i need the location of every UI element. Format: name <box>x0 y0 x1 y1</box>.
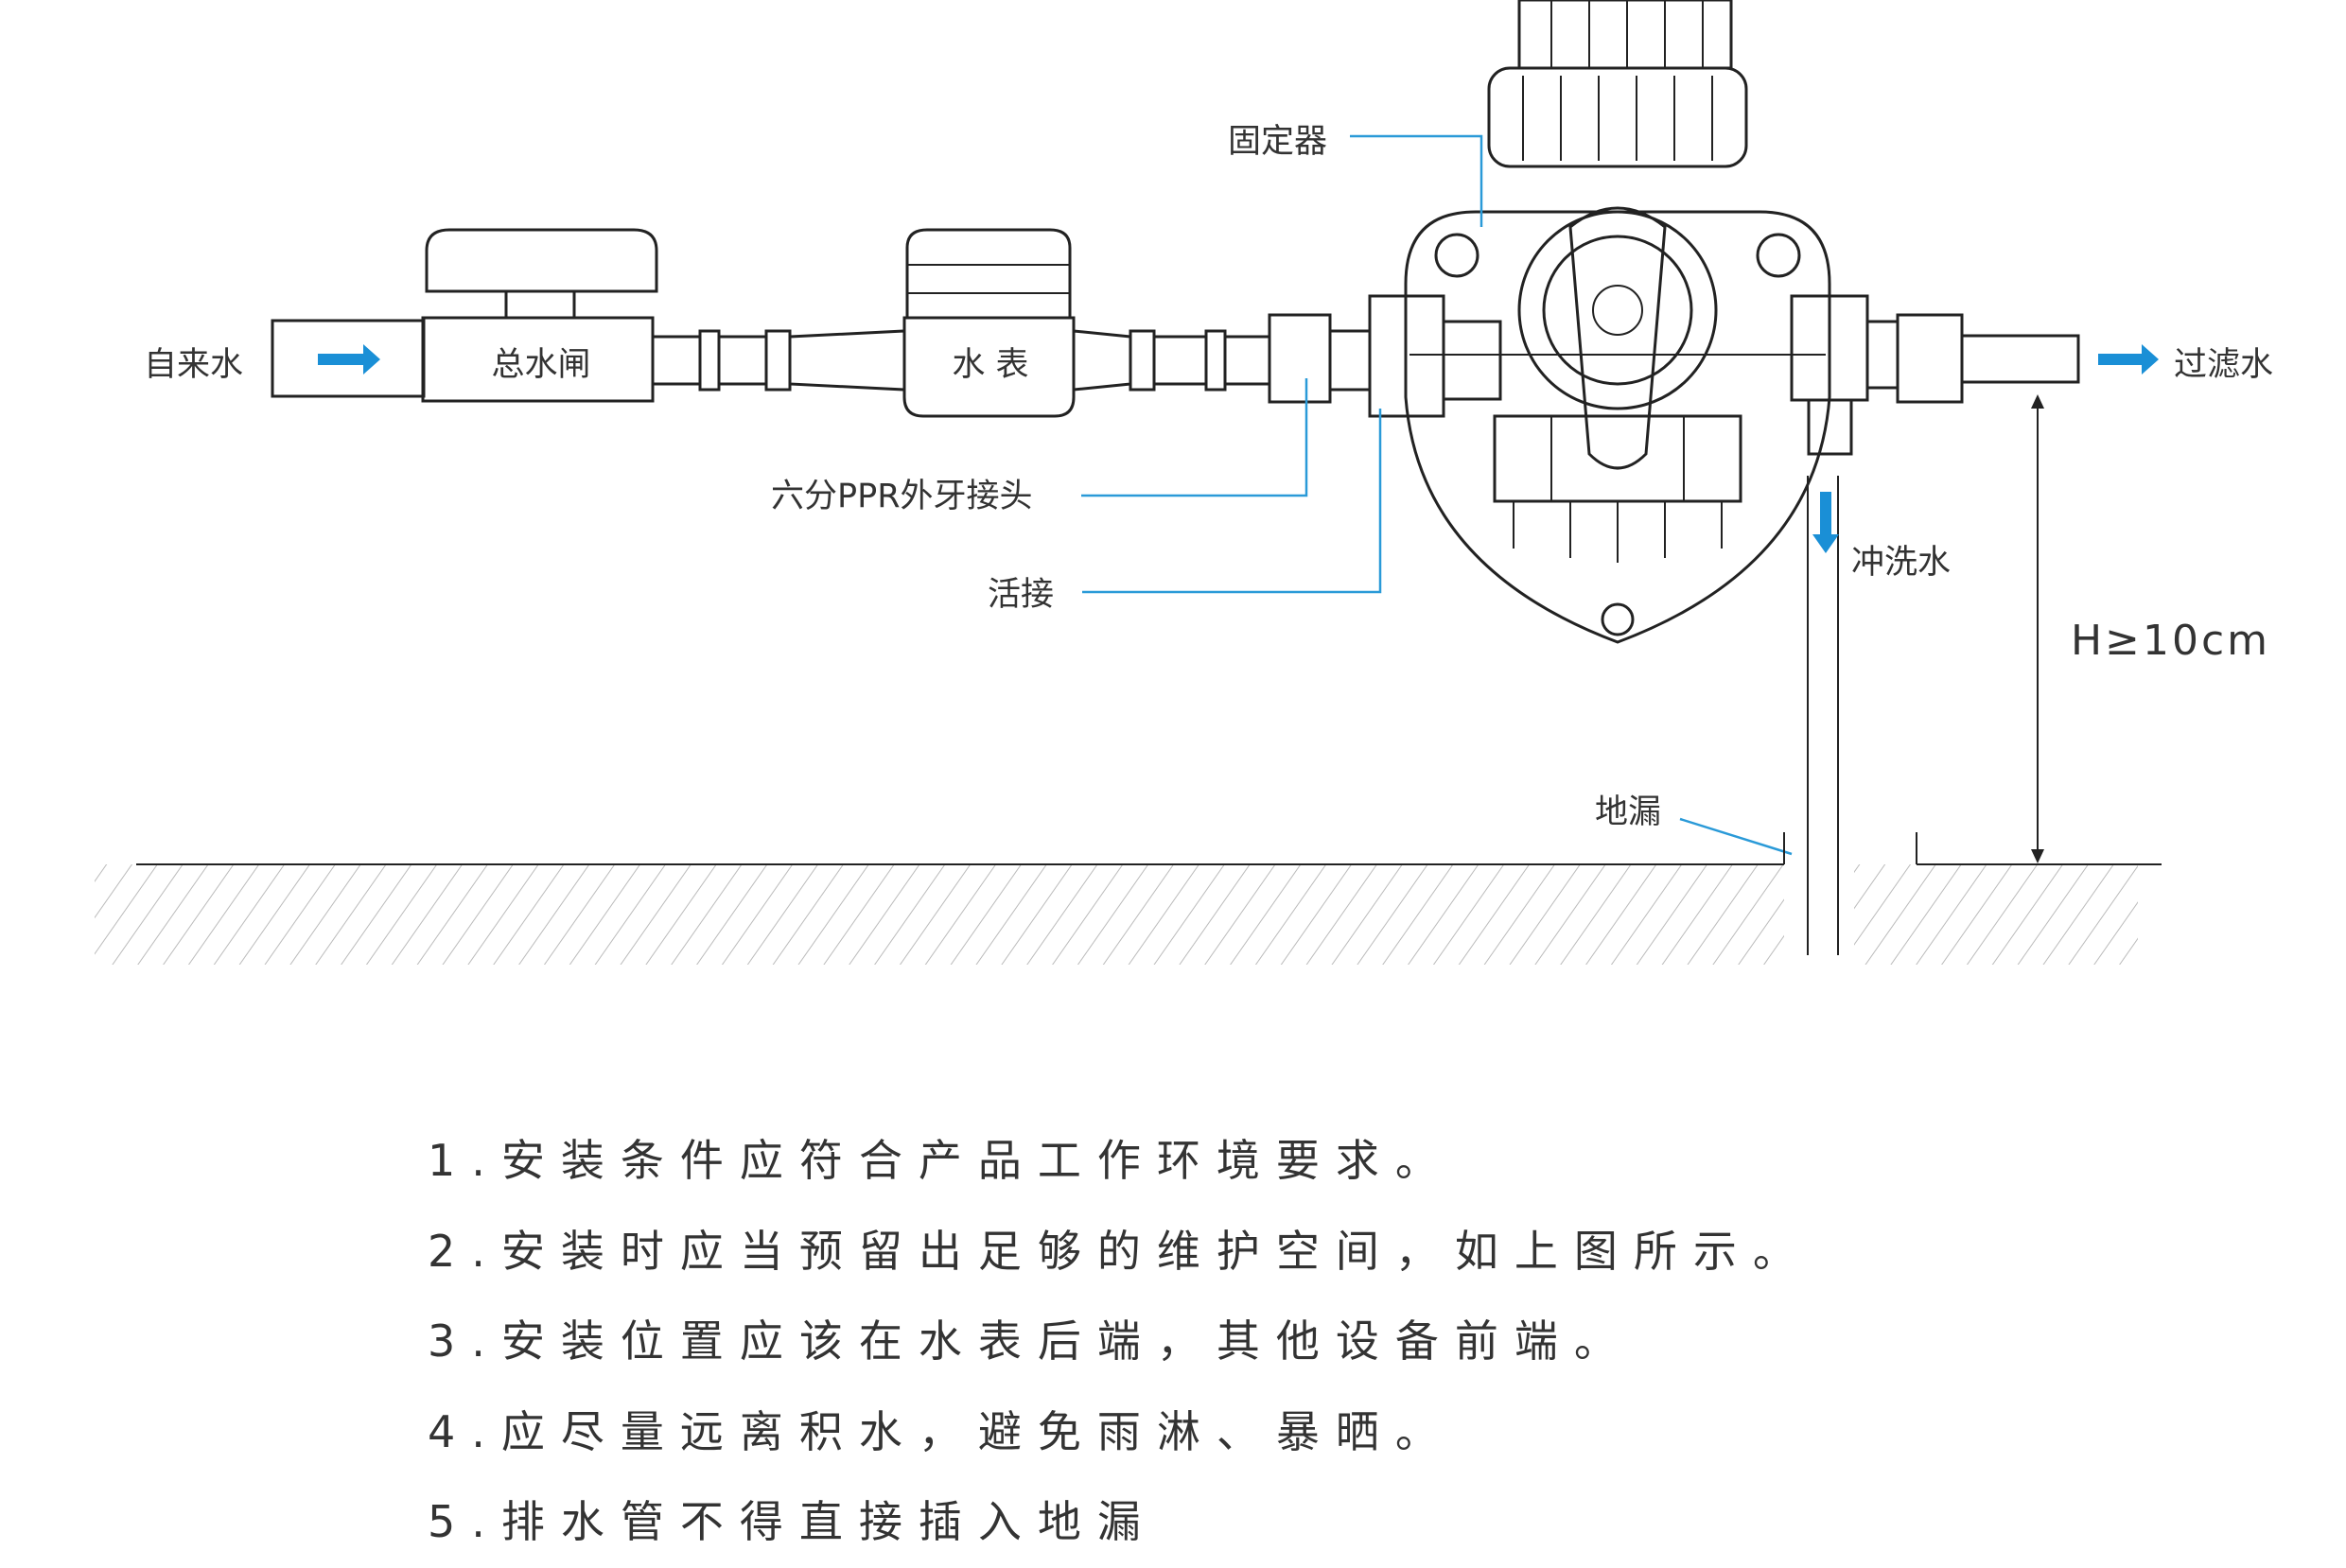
water-meter <box>902 228 1076 418</box>
water-meter-label: 水 表 <box>952 346 1028 384</box>
flush-flow-arrow-icon <box>1812 492 1839 553</box>
ppr-fitting-label: 六分PPR外牙接头 <box>771 478 1033 515</box>
main-valve-label: 总水闸 <box>491 346 590 384</box>
floor-drain-label: 地漏 <box>1595 793 1661 831</box>
floor-drain-leader-line <box>1679 817 1793 856</box>
note-item: 3.安装位置应该在水表后端，其他设备前端。 <box>428 1315 1634 1367</box>
installation-notes: 1.安装条件应符合产品工作环境要求。 2.安装时应当预留出足够的维护空间，如上图… <box>428 1116 1812 1568</box>
note-item: 4.应尽量远离积水，避免雨淋、暴晒。 <box>428 1405 1455 1457</box>
union-label: 活接 <box>988 576 1054 614</box>
inlet-flow-arrow-icon <box>318 344 380 375</box>
installation-diagram: 自来水 总水闸 水 表 <box>95 0 2273 965</box>
note-item: 2.安装时应当预留出足够的维护空间，如上图所示。 <box>428 1225 1812 1277</box>
inlet-label: 自来水 <box>144 346 243 384</box>
flush-label: 冲洗水 <box>1851 544 1951 582</box>
ground <box>95 832 2162 965</box>
outlet-flow-arrow-icon <box>2098 344 2159 375</box>
prefilter-head <box>1404 0 1831 644</box>
ppr-fitting-leader-line <box>1081 378 1308 497</box>
note-item: 1.安装条件应符合产品工作环境要求。 <box>428 1135 1455 1186</box>
fixer-leader-line <box>1350 134 1483 227</box>
pipe-connectors <box>651 329 906 392</box>
union-leader-line <box>1082 409 1382 594</box>
fixer-label: 固定器 <box>1228 123 1327 161</box>
height-label: H≥10cm <box>2071 617 2270 665</box>
pipe-connectors-2 <box>1072 294 1502 418</box>
outlet-label: 过滤水 <box>2174 346 2273 384</box>
outlet-fitting <box>1790 294 2080 456</box>
note-item: 5.排水管不得直接插入地漏 <box>428 1496 1157 1547</box>
